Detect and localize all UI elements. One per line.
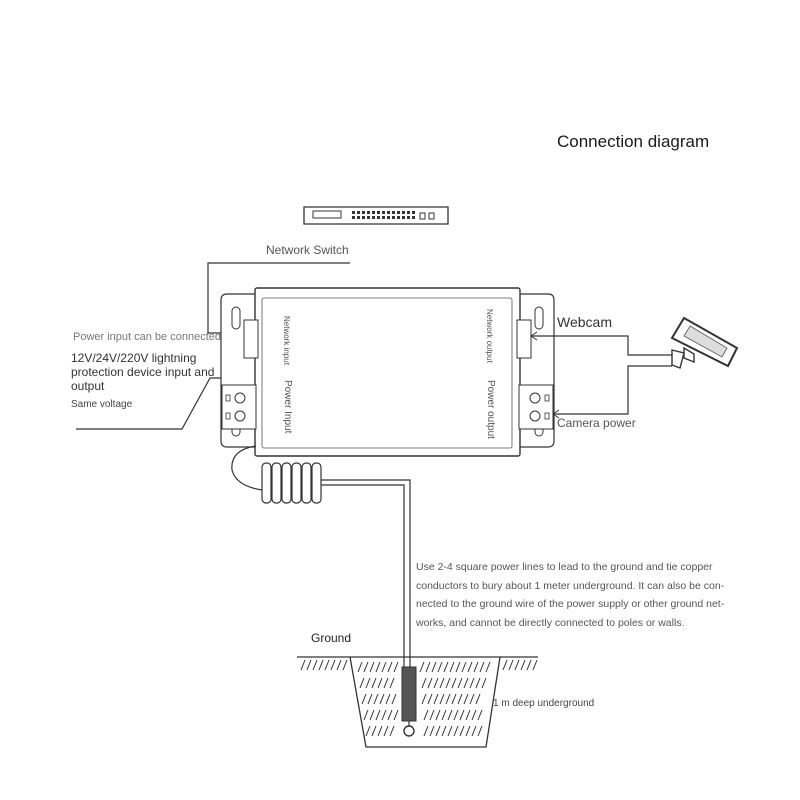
- network-output-label: Network output: [485, 309, 494, 363]
- diagram-title: Connection diagram: [557, 132, 710, 151]
- ground-rod-icon: [401, 666, 417, 737]
- ground-pit: [297, 656, 538, 748]
- surge-protector-box: [220, 287, 555, 457]
- network-switch-label: Network Switch: [266, 243, 349, 257]
- grounding-note: Use 2-4 square power lines to lead to th…: [416, 561, 725, 629]
- power-input-connected-label: Power input can be connected: [73, 331, 221, 343]
- network-switch-icon: [303, 206, 449, 225]
- network-input-label: Network input: [282, 316, 291, 365]
- power-input-label: Power Input: [282, 380, 293, 434]
- ground-lead: [321, 484, 405, 668]
- same-voltage-label: Same voltage: [71, 399, 133, 410]
- ground-wire-coil: [231, 445, 322, 504]
- camera-power-label: Camera power: [557, 416, 636, 430]
- camera-power-cable: [553, 365, 672, 415]
- lightning-device-label: 12V/24V/220V lightning protection device…: [71, 351, 215, 393]
- ground-label: Ground: [311, 631, 352, 645]
- webcam-label: Webcam: [557, 314, 612, 330]
- power-output-label: Power output: [485, 380, 496, 439]
- webcam-cable: [531, 335, 672, 356]
- depth-label: 1 m deep underground: [493, 698, 595, 709]
- security-camera-icon: [670, 316, 739, 369]
